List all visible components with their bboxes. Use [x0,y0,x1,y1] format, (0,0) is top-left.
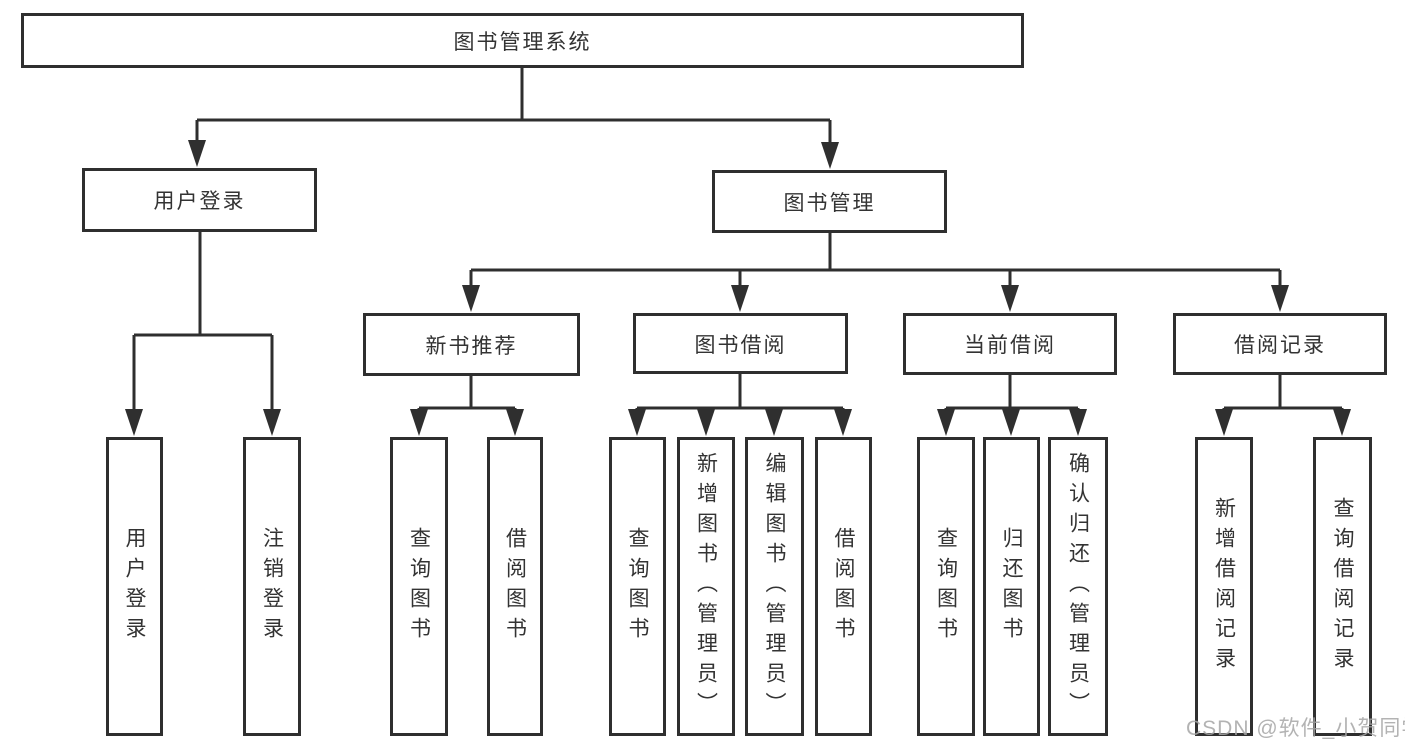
leaf-current-query-books: 查询图书 [917,437,975,736]
leaf-edit-books-admin: 编辑图书（管理员） [745,437,804,736]
leaf-query-borrow-record: 查询借阅记录 [1313,437,1372,736]
node-book-management: 图书管理 [712,170,947,233]
leaf-return-books: 归还图书 [983,437,1040,736]
node-book-borrow: 图书借阅 [633,313,848,374]
connector-paths [132,68,1344,413]
arrowheads [125,140,1351,436]
leaf-add-books-admin: 新增图书（管理员） [677,437,735,736]
leaf-user-login: 用户登录 [106,437,163,736]
node-root-system: 图书管理系统 [21,13,1024,68]
node-user-login: 用户登录 [82,168,317,232]
leaf-add-borrow-record: 新增借阅记录 [1195,437,1253,736]
leaf-borrow-books: 借阅图书 [815,437,872,736]
node-new-book-recommend: 新书推荐 [363,313,580,376]
leaf-recommend-borrow-books: 借阅图书 [487,437,543,736]
leaf-borrow-query-books: 查询图书 [609,437,666,736]
node-borrow-records: 借阅记录 [1173,313,1387,375]
leaf-confirm-return-admin: 确认归还（管理员） [1048,437,1108,736]
csdn-watermark: CSDN @软件_小贺同学 [1186,717,1405,740]
node-current-borrow: 当前借阅 [903,313,1117,375]
leaf-logout: 注销登录 [243,437,301,736]
leaf-recommend-query-books: 查询图书 [390,437,448,736]
